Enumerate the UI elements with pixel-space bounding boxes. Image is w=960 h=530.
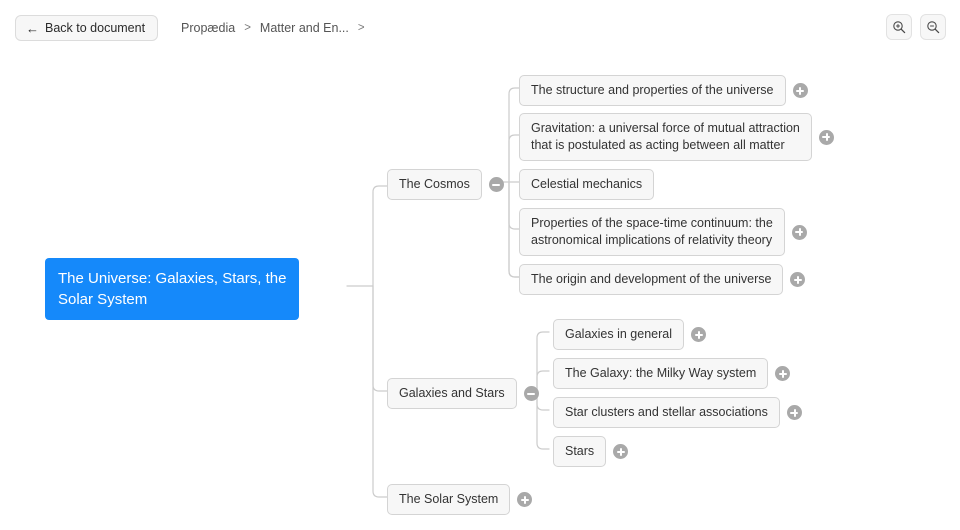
leaf-label-structure-properties-universe[interactable]: The structure and properties of the univ…	[519, 75, 786, 106]
mindmap-leaf-the-galaxy-milky-way[interactable]: The Galaxy: the Milky Way system	[553, 358, 791, 389]
leaf-label-space-time-continuum[interactable]: Properties of the space-time continuum: …	[519, 208, 785, 256]
expand-toggle-star-clusters[interactable]	[786, 405, 802, 420]
leaf-label-celestial-mechanics[interactable]: Celestial mechanics	[519, 169, 655, 200]
leaf-label-star-clusters[interactable]: Star clusters and stellar associations	[553, 397, 780, 428]
mindmap-leaf-celestial-mechanics[interactable]: Celestial mechanics	[519, 169, 655, 200]
mindmap-leaf-gravitation[interactable]: Gravitation: a universal force of mutual…	[519, 113, 834, 161]
zoom-out-icon	[927, 21, 940, 34]
leaf-label-the-galaxy-milky-way[interactable]: The Galaxy: the Milky Way system	[553, 358, 769, 389]
expand-toggle-stars[interactable]	[613, 444, 629, 459]
breadcrumb-separator: >	[244, 22, 251, 34]
mindmap-branch-the-cosmos[interactable]: The Cosmos	[387, 169, 504, 200]
mindmap-branch-the-solar-system[interactable]: The Solar System	[387, 484, 533, 515]
leaf-label-gravitation[interactable]: Gravitation: a universal force of mutual…	[519, 113, 812, 161]
mindmap-leaf-space-time-continuum[interactable]: Properties of the space-time continuum: …	[519, 208, 807, 256]
breadcrumb-separator-trailing: >	[357, 22, 365, 34]
leaf-label-origin-development-universe[interactable]: The origin and development of the univer…	[519, 264, 784, 295]
expand-toggle-origin-development-universe[interactable]	[790, 272, 806, 287]
zoom-controls	[886, 14, 946, 40]
mindmap-branch-galaxies-and-stars[interactable]: Galaxies and Stars	[387, 378, 539, 409]
breadcrumb-item-matter-and-energy[interactable]: Matter and En...	[259, 21, 349, 35]
expand-toggle-space-time-continuum[interactable]	[791, 224, 807, 240]
mindmap-canvas[interactable]: The Universe: Galaxies, Stars, the Solar…	[0, 54, 960, 530]
breadcrumb-item-propaedia[interactable]: Propædia	[181, 21, 236, 35]
zoom-out-button[interactable]	[920, 14, 946, 40]
zoom-in-button[interactable]	[886, 14, 912, 40]
back-button-label: Back to document	[45, 21, 146, 35]
branch-label-galaxies-and-stars[interactable]: Galaxies and Stars	[387, 378, 517, 409]
leaf-label-stars[interactable]: Stars	[553, 436, 607, 467]
collapse-toggle-galaxies-and-stars[interactable]	[523, 386, 539, 401]
breadcrumb: Propædia > Matter and En... >	[181, 21, 365, 35]
collapse-toggle-the-cosmos[interactable]	[488, 177, 504, 192]
mindmap-leaf-galaxies-in-general[interactable]: Galaxies in general	[553, 319, 707, 350]
mindmap-leaf-star-clusters[interactable]: Star clusters and stellar associations	[553, 397, 802, 428]
zoom-in-icon	[893, 21, 906, 34]
leaf-label-galaxies-in-general[interactable]: Galaxies in general	[553, 319, 685, 350]
expand-toggle-galaxies-in-general[interactable]	[691, 327, 707, 342]
back-to-document-button[interactable]: ← Back to document	[15, 15, 159, 41]
arrow-left-icon: ←	[26, 20, 39, 36]
expand-toggle-structure-properties-universe[interactable]	[792, 83, 808, 98]
branch-label-the-cosmos[interactable]: The Cosmos	[387, 169, 482, 200]
mindmap-root-node[interactable]: The Universe: Galaxies, Stars, the Solar…	[45, 258, 300, 320]
root-node-label[interactable]: The Universe: Galaxies, Stars, the Solar…	[45, 258, 300, 320]
expand-toggle-the-solar-system[interactable]	[517, 492, 533, 507]
mindmap-leaf-structure-properties-universe[interactable]: The structure and properties of the univ…	[519, 75, 808, 106]
expand-toggle-the-galaxy-milky-way[interactable]	[775, 366, 791, 381]
expand-toggle-gravitation[interactable]	[818, 129, 834, 145]
toolbar-header: ← Back to document Propædia > Matter and…	[0, 0, 960, 54]
mindmap-leaf-origin-development-universe[interactable]: The origin and development of the univer…	[519, 264, 806, 295]
branch-label-the-solar-system[interactable]: The Solar System	[387, 484, 511, 515]
mindmap-leaf-stars[interactable]: Stars	[553, 436, 629, 467]
